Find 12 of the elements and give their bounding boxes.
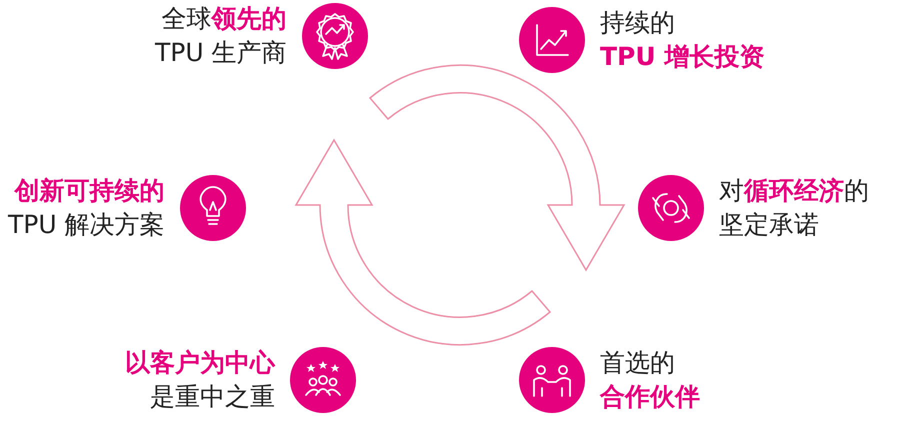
- label-text: 以客户为中心: [125, 347, 275, 379]
- label-text: 坚定承诺: [719, 209, 820, 241]
- label-text: 对循环经济的: [719, 175, 869, 207]
- label-text: TPU 生产商: [155, 37, 287, 69]
- label-text: 全球领先的: [162, 3, 287, 35]
- label-text: TPU 解决方案: [8, 209, 165, 241]
- label-text: 是重中之重: [150, 381, 275, 413]
- label-text: 首选的: [600, 347, 676, 379]
- label-text: 创新可持续的: [14, 175, 165, 207]
- label-text: 持续的: [600, 7, 676, 39]
- label-text: TPU 增长投资: [600, 41, 764, 73]
- label-text: 合作伙伴: [600, 381, 700, 413]
